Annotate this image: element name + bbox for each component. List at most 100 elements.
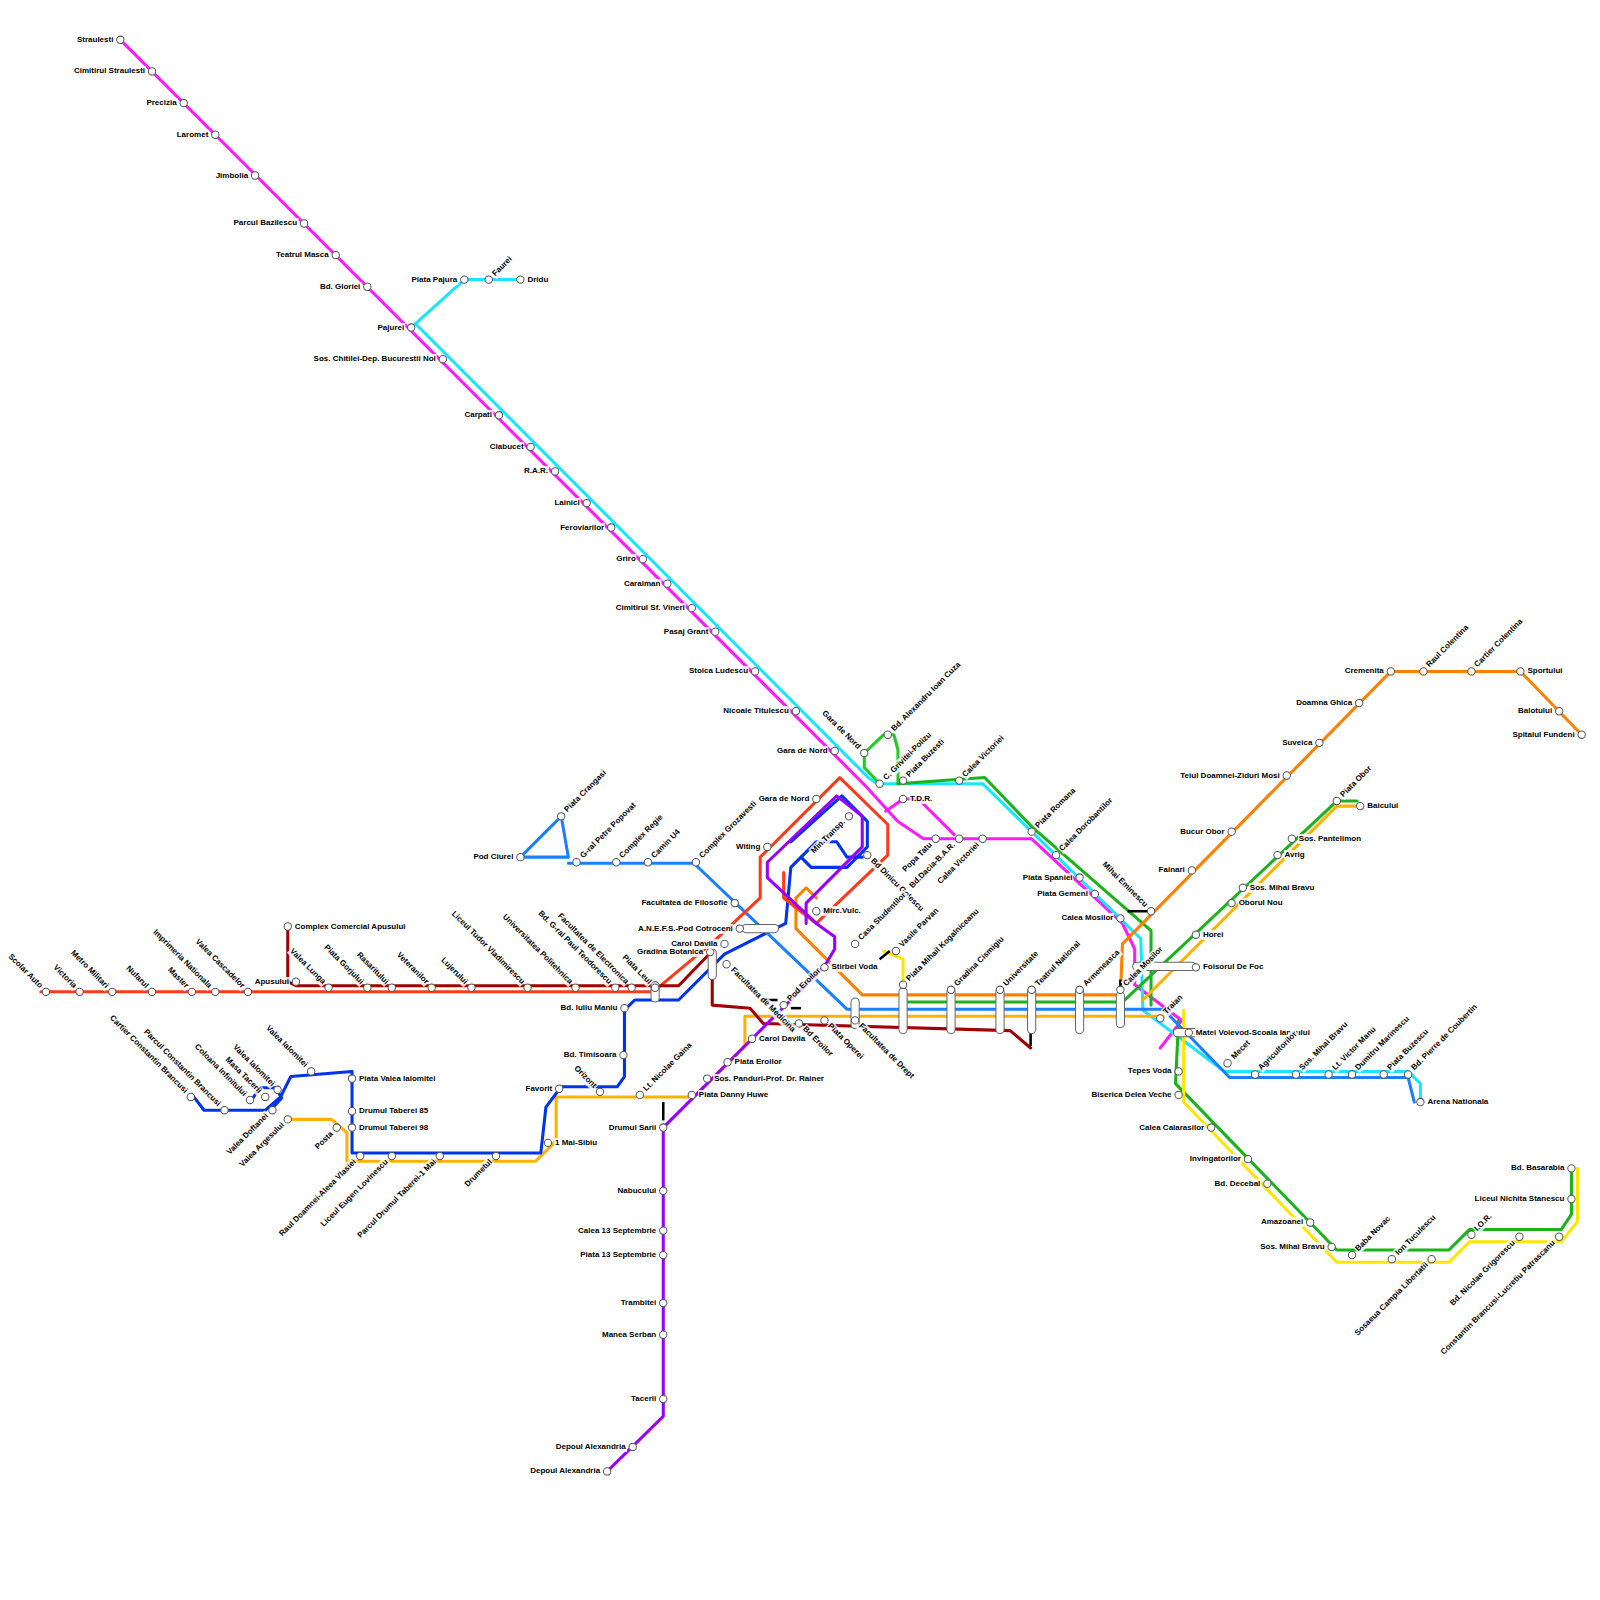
station-label: Piata Pajura <box>410 275 458 285</box>
station-marker <box>660 1187 667 1194</box>
station-label: Calea Calarasilor <box>1138 1123 1205 1133</box>
station-label: Piata Danny Huwe <box>698 1090 769 1100</box>
station-label: Teatrul Masca <box>275 250 330 260</box>
station-marker <box>1239 884 1246 891</box>
station-marker <box>246 1096 253 1103</box>
station-marker <box>1307 1219 1314 1226</box>
station-marker <box>544 1139 551 1146</box>
station-marker <box>636 1091 643 1098</box>
metro-line <box>411 280 520 328</box>
station-marker <box>1288 835 1295 842</box>
station-label: Foisorul De Foc <box>1202 962 1264 972</box>
station-marker <box>1417 1098 1424 1105</box>
station-marker <box>495 412 502 419</box>
station-marker <box>428 984 435 991</box>
station-label: Clabucet <box>489 442 525 452</box>
station-marker <box>42 988 49 995</box>
station-label: Fainari <box>1158 865 1186 875</box>
station-marker <box>573 859 580 866</box>
station-marker <box>876 780 883 787</box>
station-label: Manea Serban <box>601 1330 657 1340</box>
station-label: Calea Mosilor <box>1060 913 1114 923</box>
station-label: Piata Obor <box>1337 763 1374 800</box>
station-marker <box>712 628 719 635</box>
station-marker <box>651 984 658 991</box>
station-label: Avrig <box>1284 850 1306 860</box>
station-label: Complex Grozavesti <box>697 799 760 862</box>
station-marker <box>1052 851 1059 858</box>
metro-line <box>41 778 888 992</box>
station-marker <box>751 668 758 675</box>
station-marker <box>439 356 446 363</box>
station-marker <box>357 1152 364 1159</box>
station-marker <box>620 1051 627 1058</box>
station-label: Suveica <box>1281 738 1313 748</box>
station-label: Bd. Decebal <box>1214 1179 1262 1189</box>
station-marker <box>608 524 615 531</box>
station-marker <box>660 1251 667 1258</box>
station-marker <box>332 251 339 258</box>
station-marker <box>736 925 743 932</box>
station-marker <box>274 1086 281 1093</box>
station-label: Pajurei <box>377 323 406 333</box>
station-marker <box>485 276 492 283</box>
station-label: Cartier Colentina <box>1472 617 1526 671</box>
station-label: Camin U4 <box>649 827 684 862</box>
station-marker <box>996 986 1003 993</box>
station-marker <box>468 984 475 991</box>
station-marker <box>596 1088 603 1095</box>
station-marker <box>660 1124 667 1131</box>
station-marker <box>899 795 906 802</box>
station-marker <box>612 984 619 991</box>
metro-line <box>898 778 1151 1006</box>
station-marker <box>117 36 124 43</box>
station-label: Precizia <box>145 98 177 108</box>
station-marker <box>1356 699 1363 706</box>
station-marker <box>813 908 820 915</box>
station-marker <box>212 131 219 138</box>
station-marker <box>1251 1071 1258 1078</box>
station-label: Facultatea de Drept <box>856 1021 917 1082</box>
station-marker <box>1264 1180 1271 1187</box>
station-marker <box>388 984 395 991</box>
station-marker <box>1556 1233 1563 1240</box>
station-marker <box>723 961 730 968</box>
metro-line <box>1184 1010 1578 1262</box>
station-marker <box>1076 874 1083 881</box>
station-label: Favorit <box>525 1084 554 1094</box>
station-marker <box>731 899 738 906</box>
station-marker <box>388 1152 395 1159</box>
station-label: Piata Gemeni <box>1036 889 1089 899</box>
station-marker <box>461 276 468 283</box>
station-marker <box>688 604 695 611</box>
station-marker <box>1468 668 1475 675</box>
station-marker <box>660 1395 667 1402</box>
station-label: Raul Colentina <box>1424 623 1472 671</box>
station-marker <box>269 1107 276 1114</box>
station-label: Bd. Nicolae Grigorescu <box>1448 1237 1519 1308</box>
station-marker <box>1380 1071 1387 1078</box>
station-marker <box>1274 851 1281 858</box>
station-marker <box>364 984 371 991</box>
station-label: Baicului <box>1366 801 1399 811</box>
station-label: Mirc.Vulc. <box>822 906 862 916</box>
metro-line <box>194 842 862 1153</box>
metro-line <box>568 863 1414 1102</box>
station-marker <box>1325 1071 1332 1078</box>
station-label: Sos. Panduri-Prof. Dr. Rainer <box>713 1074 825 1084</box>
station-label: Arena Nationala <box>1426 1097 1489 1107</box>
station-label: Trambitei <box>620 1298 658 1308</box>
station-marker <box>1578 731 1585 738</box>
station-marker <box>764 843 771 850</box>
station-marker <box>639 556 646 563</box>
station-marker <box>212 988 219 995</box>
station-marker <box>1292 1071 1299 1078</box>
station-marker <box>780 1001 787 1008</box>
metro-line <box>607 796 862 1472</box>
station-label: Bucur Obor <box>1179 827 1225 837</box>
station-label: Mihai Eminescu <box>1099 859 1150 910</box>
station-marker <box>1117 986 1124 993</box>
station-marker <box>892 947 899 954</box>
station-marker <box>956 777 963 784</box>
